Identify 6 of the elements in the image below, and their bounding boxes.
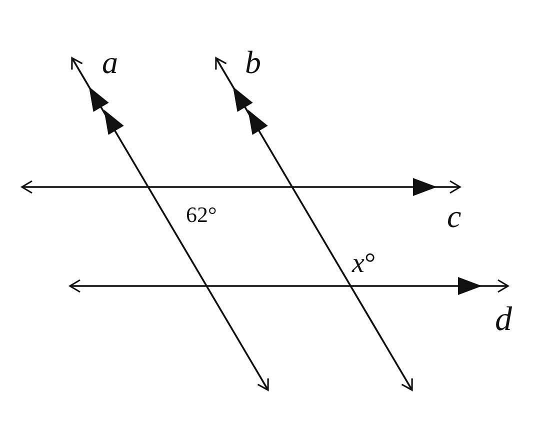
line-label: d [495,303,512,337]
line-label: b [245,46,261,78]
angle-label: 62° [186,204,217,226]
line-label: c [447,200,462,232]
angle-label: x° [352,250,376,278]
line-label: a [102,46,118,78]
